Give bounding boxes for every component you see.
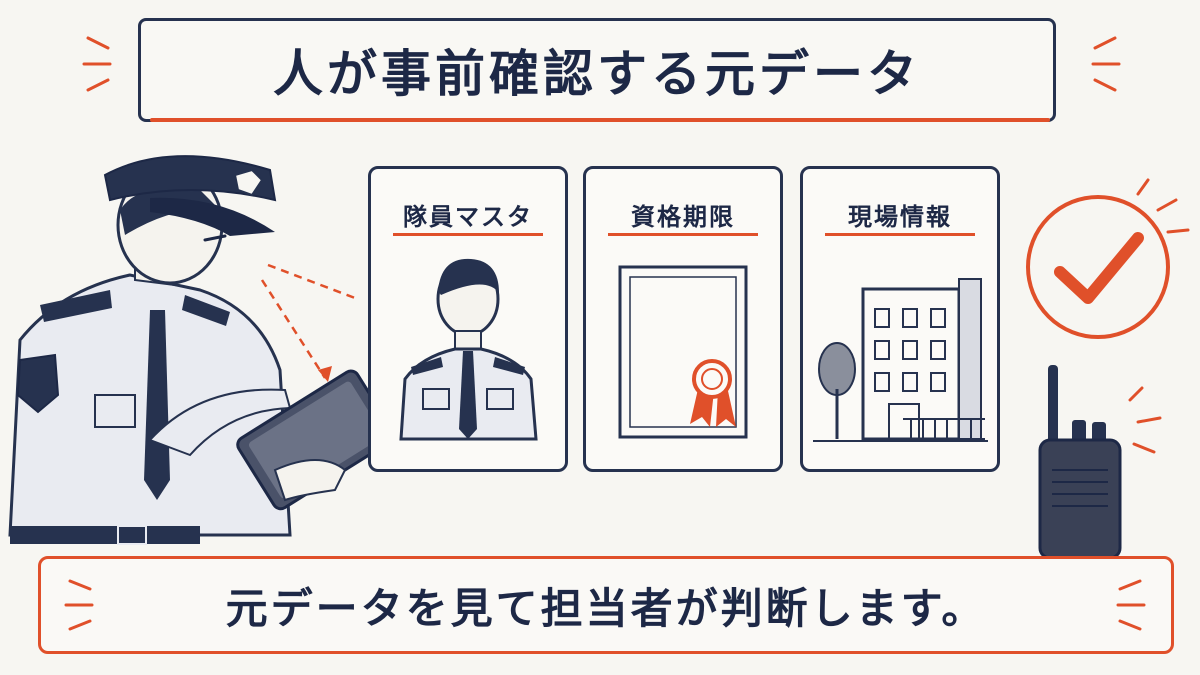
caption-text: 元データを見て担当者が判断します。 bbox=[225, 583, 987, 633]
card-underline bbox=[608, 233, 758, 236]
building-icon bbox=[813, 278, 988, 442]
page-title: 人が事前確認する元データ bbox=[273, 45, 921, 103]
card-underline bbox=[825, 233, 975, 236]
left-accent-marks-icon bbox=[82, 36, 112, 92]
certificate-icon bbox=[618, 265, 748, 439]
card-staff-master: 隊員マスタ bbox=[368, 166, 568, 472]
card-site-info: 現場情報 bbox=[800, 166, 1000, 472]
walkie-talkie-icon bbox=[1038, 365, 1162, 560]
check-circle-icon bbox=[1026, 178, 1190, 339]
card-underline bbox=[393, 233, 543, 236]
title-underline bbox=[150, 118, 1050, 122]
security-guard-illustration-icon bbox=[8, 155, 396, 545]
guard-portrait-icon bbox=[399, 258, 538, 441]
card-label: 資格期限 bbox=[631, 203, 735, 231]
card-label: 隊員マスタ bbox=[403, 203, 533, 231]
caption-left-accent-icon bbox=[64, 579, 94, 631]
title-banner: 人が事前確認する元データ bbox=[138, 18, 1056, 122]
caption-banner: 元データを見て担当者が判断します。 bbox=[38, 556, 1174, 654]
caption-right-accent-icon bbox=[1116, 579, 1146, 631]
card-label: 現場情報 bbox=[848, 203, 952, 231]
card-qualification-expiry: 資格期限 bbox=[583, 166, 783, 472]
right-accent-marks-icon bbox=[1091, 36, 1121, 92]
